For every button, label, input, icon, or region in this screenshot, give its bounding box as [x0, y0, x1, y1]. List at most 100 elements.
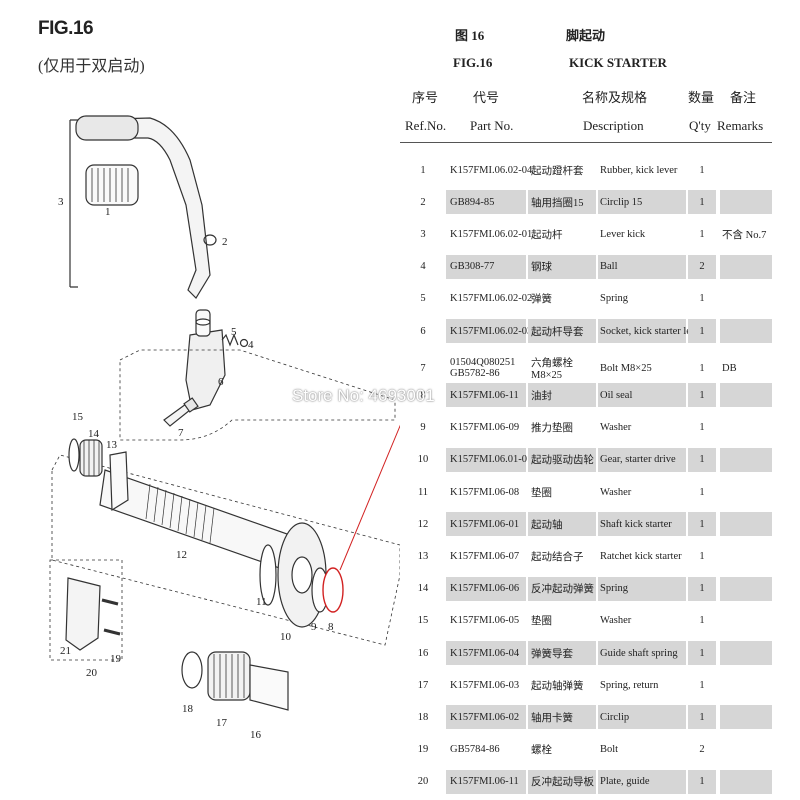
cell-part-no: K157FMI.06-11	[446, 383, 526, 408]
cell-quantity: 1	[699, 679, 705, 691]
cell-description: Socket, kick starter lever	[598, 319, 704, 343]
callout-9: 9	[311, 621, 317, 633]
callout-19: 19	[110, 653, 122, 665]
cell-cn-name: 弹簧	[531, 294, 552, 306]
cell-quantity: 2	[688, 254, 716, 279]
callout-7: 7	[178, 427, 184, 439]
cell-part-no: K157FMI.06.01-01	[446, 447, 532, 472]
cell-quantity: 1	[688, 319, 716, 343]
callout-17: 17	[216, 717, 228, 729]
table-cn-figure: 图 16	[455, 28, 485, 43]
cell-quantity: 1	[688, 576, 716, 601]
col-ref-en: Ref.No.	[405, 118, 447, 133]
cell-ref-no: 19	[417, 744, 429, 756]
cell-ref-no: 10	[417, 454, 429, 466]
cell-cn-name: 起动轴弹簧	[531, 680, 584, 692]
cell-description: Bolt	[600, 744, 619, 756]
table-en-title: KICK STARTER	[569, 55, 667, 70]
cell-ref-no: 9	[420, 422, 426, 434]
cell-ref-no: 16	[417, 647, 429, 659]
cell-remarks	[720, 158, 772, 182]
cell-ref-no: 2	[420, 196, 426, 208]
col-ref-cn: 序号	[412, 90, 439, 105]
cell-quantity: 1	[688, 641, 716, 665]
callout-5: 5	[231, 326, 237, 338]
callout-11: 11	[256, 596, 267, 608]
cell-ref-no: 18	[417, 711, 429, 723]
cell-remarks	[720, 769, 772, 794]
cell-quantity: 1	[699, 164, 705, 176]
cell-ref-no: 3	[420, 228, 426, 240]
cell-remarks	[720, 738, 772, 762]
cell-quantity: 1	[699, 422, 705, 434]
cell-description: Lever kick	[600, 228, 646, 240]
cell-part-no: GB5784-86	[450, 744, 500, 756]
cell-quantity: 2	[699, 744, 705, 756]
cell-remarks: 不含 No.7	[722, 229, 767, 241]
cell-part-no: K157FMI.06-11	[446, 769, 526, 794]
cell-remarks	[720, 576, 772, 601]
cell-description: Shaft kick starter	[598, 512, 686, 537]
cell-part-no: K157FMI.06.02-03	[446, 319, 532, 343]
guide-shaft-16	[249, 664, 289, 711]
cell-description: Ball	[598, 254, 686, 279]
cell-remarks	[720, 254, 772, 279]
cell-description: Spring, return	[600, 679, 659, 691]
spring-5	[221, 333, 239, 347]
cell-description: Bolt M8×25	[600, 362, 652, 374]
callout-arrow	[339, 424, 400, 571]
kick-lever	[79, 117, 211, 299]
bolt-19b	[103, 628, 121, 636]
cell-part-no-line1: 01504Q080251	[450, 357, 516, 369]
cell-part-no: K157FMI.06-07	[450, 550, 520, 562]
cell-quantity: 1	[688, 383, 716, 408]
col-qty-en: Q'ty	[689, 118, 711, 133]
exploded-diagram: 1 2 3 4 5 6 7 8 9 10 11 12 13 14 15 16 1…	[49, 115, 400, 741]
table-en-figure: FIG.16	[453, 55, 493, 70]
cell-cn-name: 反冲起动导板	[528, 769, 596, 794]
cell-remarks	[720, 609, 772, 633]
cell-remarks	[720, 416, 772, 440]
cell-remarks	[720, 705, 772, 730]
cell-remarks	[720, 190, 772, 215]
cell-cn-name: 轴用挡圈15	[528, 190, 596, 215]
cell-quantity: 1	[688, 447, 716, 472]
cell-quantity: 1	[688, 705, 716, 730]
cell-cn-name-line1: 六角螺栓	[531, 358, 573, 370]
rubber-kick-lever	[85, 164, 139, 206]
cell-ref-no: 15	[417, 615, 429, 627]
callout-15: 15	[72, 411, 84, 423]
header-rule	[400, 142, 772, 143]
cell-remarks	[720, 512, 772, 537]
cell-quantity: 1	[699, 293, 705, 305]
cell-ref-no: 1	[420, 164, 426, 176]
cell-remarks	[720, 480, 772, 504]
ratchet-13	[109, 451, 129, 512]
cell-ref-no: 11	[417, 486, 429, 498]
cell-cn-name: 起动蹬杆套	[531, 165, 584, 177]
cell-cn-name: 钢球	[528, 254, 596, 279]
cell-part-no: K157FMI.06-01	[446, 512, 526, 537]
cell-cn-name: 起动杆导套	[528, 319, 596, 343]
cell-quantity: 1	[699, 615, 705, 627]
cell-quantity: 1	[699, 486, 705, 498]
cell-cn-name: 推力垫圈	[531, 423, 573, 435]
callout-3: 3	[58, 196, 64, 208]
cell-part-no: K157FMI.06.02-02	[450, 293, 533, 305]
cell-description: Washer	[600, 486, 632, 498]
col-rem-cn: 备注	[730, 90, 757, 105]
cell-description: Circlip	[598, 705, 686, 730]
cell-part-no-line2: GB5782-86	[450, 368, 500, 380]
cell-description: Spring	[600, 293, 629, 305]
cell-part-no: K157FMI.06.02-01	[450, 228, 533, 240]
cell-cn-name: 垫圈	[531, 616, 552, 628]
cell-part-no: K157FMI.06-04	[446, 641, 526, 665]
